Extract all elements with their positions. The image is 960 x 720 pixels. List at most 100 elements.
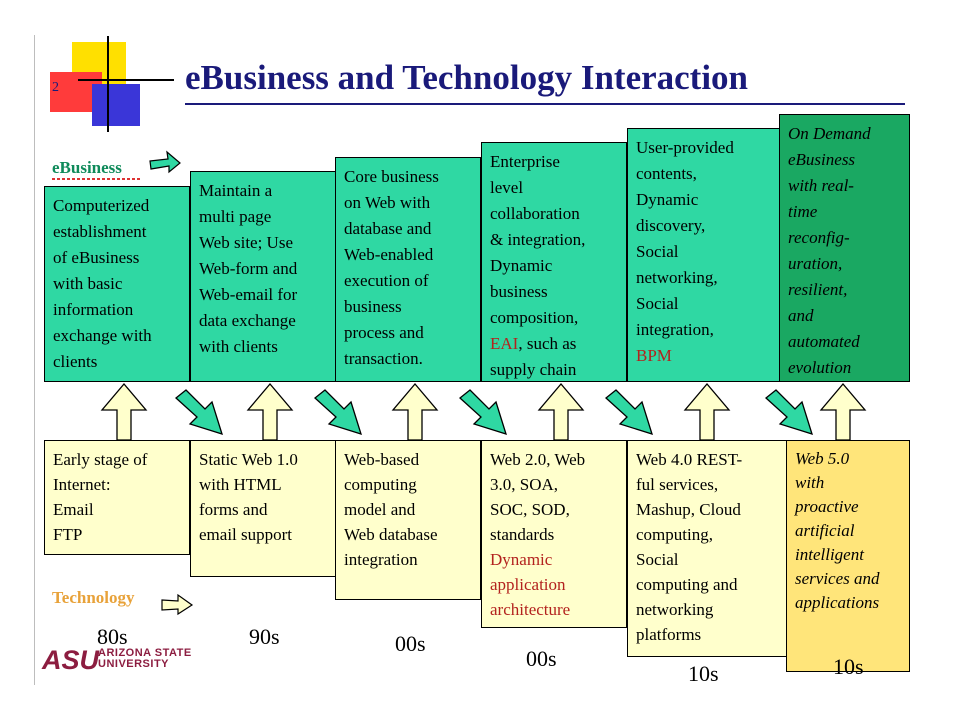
box-text: Dynamic	[636, 190, 699, 209]
box-text-line: 3.0, SOA,	[490, 472, 618, 497]
box-text-line: ful services,	[636, 472, 778, 497]
box-text: collaboration	[490, 204, 580, 223]
box-text: transaction.	[344, 349, 423, 368]
box-text: contents,	[636, 164, 697, 183]
box-text: computing,	[636, 525, 713, 544]
box-text: multi page	[199, 207, 272, 226]
box-text-line: Web site; Use	[199, 230, 327, 256]
box-text-line: reconfig-	[788, 225, 901, 251]
box-text: computing and	[636, 575, 738, 594]
box-text: networking,	[636, 268, 718, 287]
slide-title: eBusiness and Technology Interaction	[185, 58, 749, 97]
box-text-line: Maintain a	[199, 178, 327, 204]
box-text-line: Web 4.0 REST-	[636, 447, 778, 472]
box-text-line: computing and	[636, 572, 778, 597]
box-text-line: supply chain	[490, 357, 618, 383]
corner-black-vline	[107, 36, 109, 132]
box-text: standards	[490, 525, 555, 544]
box-text-line: with HTML	[199, 472, 327, 497]
box-text-line: level	[490, 175, 618, 201]
box-text-line: on Web with	[344, 190, 472, 216]
box-text-line: Internet:	[53, 472, 181, 497]
box-text-line: with basic	[53, 271, 181, 297]
box-text: establishment	[53, 222, 147, 241]
box-text: application	[490, 575, 566, 594]
asu-logo-text: ARIZONA STATE UNIVERSITY	[98, 648, 192, 670]
box-text: execution of	[344, 271, 429, 290]
box-text-line: and	[788, 303, 901, 329]
diagonal-arrow-icon	[764, 389, 813, 435]
box-text-line: architecture	[490, 597, 618, 622]
box-text: resilient,	[788, 280, 848, 299]
box-text: proactive	[795, 497, 859, 516]
box-text: Maintain a	[199, 181, 273, 200]
box-text-line: time	[788, 199, 901, 225]
box-text-line: standards	[490, 522, 618, 547]
box-text-line: User-provided	[636, 135, 771, 161]
box-text: Web-enabled	[344, 245, 434, 264]
box-text: Social	[636, 550, 679, 569]
box-text: forms and	[199, 500, 268, 519]
box-text: and	[788, 306, 814, 325]
box-text-line: networking	[636, 597, 778, 622]
box-text: exchange with	[53, 326, 152, 345]
decade-label: 10s	[688, 661, 719, 686]
box-text-line: Dynamic	[490, 253, 618, 279]
box-text: Core business	[344, 167, 439, 186]
box-text-line: evolution	[788, 355, 901, 381]
up-arrow-icon	[683, 382, 731, 441]
box-text: Web-form and	[199, 259, 298, 278]
up-arrow-icon	[246, 382, 294, 441]
box-text-line: Web-enabled	[344, 242, 472, 268]
box-text: model and	[344, 500, 416, 519]
box-text-line: automated	[788, 329, 901, 355]
box-text-line: EAI, such as	[490, 331, 618, 357]
box-text-line: Mashup, Cloud	[636, 497, 778, 522]
up-arrow-icon	[819, 382, 867, 441]
box-text: integration,	[636, 320, 714, 339]
box-text: integration	[344, 550, 418, 569]
box-text-line: Core business	[344, 164, 472, 190]
asu-logo-mark: ASU	[42, 645, 100, 675]
diagonal-arrow-icon	[604, 389, 653, 435]
diagonal-arrow-icon	[458, 389, 507, 435]
box-text: Computerized	[53, 196, 150, 215]
box-text-line: uration,	[788, 251, 901, 277]
box-text-line: networking,	[636, 265, 771, 291]
box-text-line: Computerized	[53, 193, 181, 219]
box-text: applications	[795, 593, 880, 612]
diagonal-arrow-icon	[313, 389, 362, 435]
box-text-line: FTP	[53, 522, 181, 547]
up-arrow-icon	[391, 382, 439, 441]
box-text-line: platforms	[636, 622, 778, 647]
ebusiness-arrow-icon	[149, 150, 181, 174]
box-text-line: database and	[344, 216, 472, 242]
box-text: User-provided	[636, 138, 734, 157]
box-text: FTP	[53, 525, 83, 544]
box-text-line: Early stage of	[53, 447, 181, 472]
box-text-line: resilient,	[788, 277, 901, 303]
decade-label: 80s	[97, 624, 128, 649]
box-text-line: computing,	[636, 522, 778, 547]
box-text-line: composition,	[490, 305, 618, 331]
box-text-line: multi page	[199, 204, 327, 230]
box-text: database and	[344, 219, 432, 238]
technology-label: Technology	[52, 588, 135, 607]
box-text: clients	[53, 352, 98, 371]
box-text: composition,	[490, 308, 579, 327]
box-text: information	[53, 300, 134, 319]
box-text-line: & integration,	[490, 227, 618, 253]
box-text: Enterprise	[490, 152, 560, 171]
technology-arrow-icon	[161, 593, 194, 616]
box-text-line: integration	[344, 547, 472, 572]
box-text: Web-based	[344, 450, 420, 469]
box-text: on Web with	[344, 193, 431, 212]
